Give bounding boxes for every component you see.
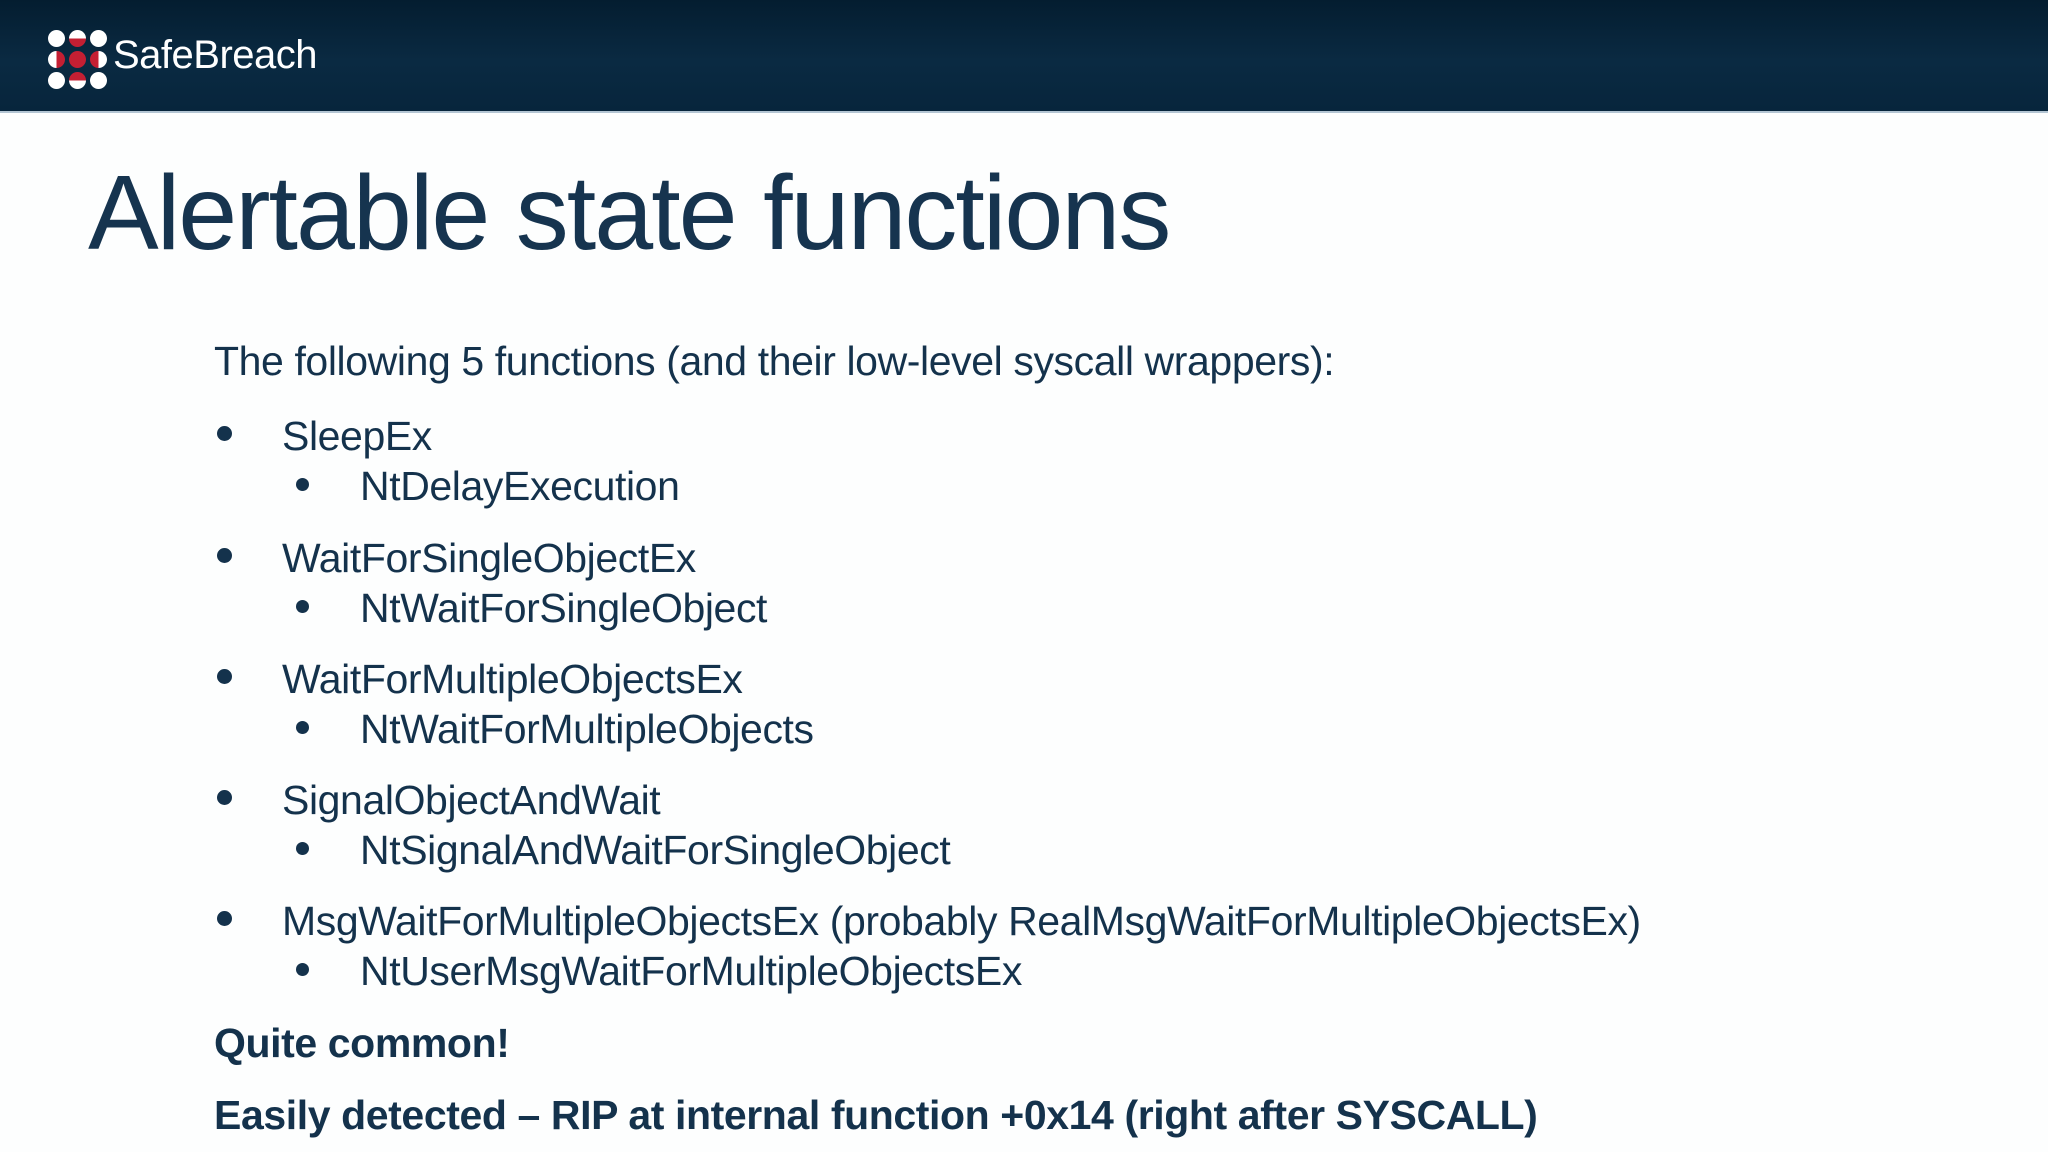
slide-title: Alertable state functions [88,154,1171,272]
intro-line: The following 5 functions (and their low… [0,336,2048,386]
sub-bullet-item: NtUserMsgWaitForMultipleObjectsEx [0,946,2048,996]
sub-bullet-text: NtDelayExecution [360,463,680,509]
bullet-text: SleepEx [282,413,432,459]
bullet-item: WaitForSingleObjectEx [0,533,2048,583]
sub-bullet-text: NtWaitForSingleObject [360,585,768,631]
bullet-dot [217,548,232,563]
bullet-item: WaitForMultipleObjectsEx [0,654,2048,704]
sub-bullet-item: NtDelayExecution [0,461,2048,511]
emphasis-line: Easily detected – RIP at internal functi… [0,1090,2048,1140]
bullet-dot [296,963,309,976]
bullet-dot [217,911,232,926]
bullet-dot [296,600,309,613]
brand-wordmark: SafeBreach [113,33,318,77]
bullet-dot [296,721,309,734]
safebreach-dots-icon [48,30,107,89]
logo-dot [48,30,65,47]
bullet-item: SleepEx [0,411,2048,461]
emphasis-text: Quite common! [214,1020,510,1066]
logo-dot [69,30,86,47]
emphasis-text: Easily detected – RIP at internal functi… [214,1092,1538,1138]
emphasis-line: Quite common! [0,1018,2048,1068]
logo-dot [69,72,86,89]
bullet-dot [217,426,232,441]
bullet-item: SignalObjectAndWait [0,775,2048,825]
sub-bullet-text: NtSignalAndWaitForSingleObject [360,827,951,873]
logo-dot [69,51,86,68]
bullet-dot [296,842,309,855]
bullet-dot [217,790,232,805]
safebreach-logo: SafeBreach [0,22,318,89]
bullet-dot [217,669,232,684]
sub-bullet-item: NtWaitForSingleObject [0,583,2048,633]
logo-dot [90,72,107,89]
bullet-text: MsgWaitForMultipleObjectsEx (probably Re… [282,898,1641,944]
logo-dot [48,72,65,89]
bullet-text: WaitForSingleObjectEx [282,535,696,581]
sub-bullet-text: NtUserMsgWaitForMultipleObjectsEx [360,948,1022,994]
sub-bullet-item: NtWaitForMultipleObjects [0,704,2048,754]
bullet-text: SignalObjectAndWait [282,777,661,823]
sub-bullet-text: NtWaitForMultipleObjects [360,706,814,752]
intro-text: The following 5 functions (and their low… [214,338,1335,384]
logo-dot [90,30,107,47]
bullet-dot [296,478,309,491]
logo-dot [48,51,65,68]
sub-bullet-item: NtSignalAndWaitForSingleObject [0,825,2048,875]
header-bar: SafeBreach [0,0,2048,113]
bullet-text: WaitForMultipleObjectsEx [282,656,743,702]
logo-dot [90,51,107,68]
bullet-item: MsgWaitForMultipleObjectsEx (probably Re… [0,896,2048,946]
